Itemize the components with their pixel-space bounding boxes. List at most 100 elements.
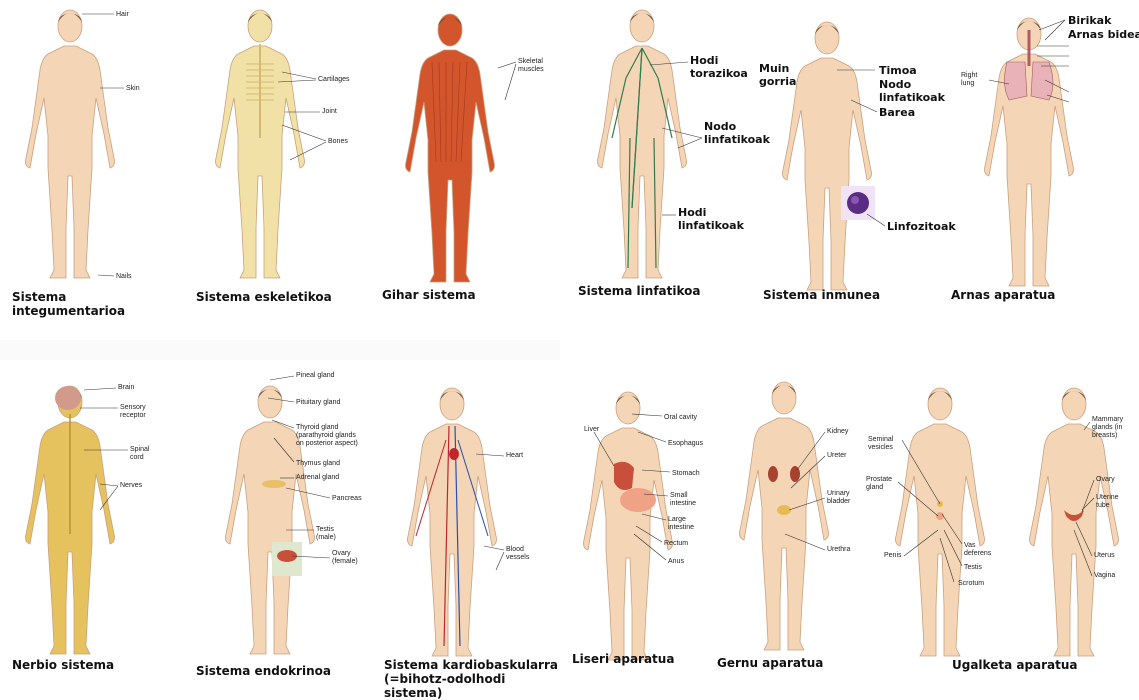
human-silhouette (216, 10, 305, 278)
label-heart: Heart (506, 452, 523, 460)
panel-caption: Sistema endokrinoa (196, 664, 331, 678)
panel-cardiovascular: Heart Blood vessels Sistema kardiobaskul… (380, 370, 570, 700)
label-ureter: Ureter (827, 452, 846, 460)
figure-muscular (380, 0, 570, 330)
body-outline (740, 418, 829, 650)
background-patch (0, 340, 560, 360)
body-outline (26, 46, 115, 278)
label-kidney: Kidney (827, 428, 848, 436)
panel-caption: Sistema kardiobaskularra (=bihotz-odolho… (384, 658, 558, 700)
panel-lymphatic: Hodi torazikoa Nodo linfatikoak Hodi lin… (570, 0, 760, 330)
label-stomach: Stomach (672, 470, 700, 478)
figure-skeletal (190, 0, 380, 330)
label-sensory-receptor: Sensory receptor (120, 404, 146, 420)
label-adrenal-gland: Adrenal gland (296, 474, 339, 482)
label-spinal-cord: Spinal cord (130, 446, 149, 462)
panel-reproductive: Seminal vesicles Prostate gland Penis Va… (860, 370, 1139, 700)
body-outline (584, 428, 673, 660)
head (928, 388, 952, 420)
label-nails: Nails (116, 273, 132, 281)
label-small-intestine: Small intestine (670, 492, 696, 508)
label-scrotum: Scrotum (958, 580, 984, 588)
panel-caption: Sistema integumentarioa (12, 290, 125, 318)
label-ovary: Ovary (1096, 476, 1115, 484)
label-right-lung: Right lung (961, 72, 977, 88)
label-hair: Hair (116, 11, 129, 19)
label-hodi-torazikoa: Hodi torazikoa (690, 54, 748, 80)
label-ovary: Ovary (female) (332, 550, 358, 566)
label-testis: Testis (male) (316, 526, 336, 542)
label-birikak: Birikak (1068, 14, 1111, 27)
label-timoa: Timoa (879, 64, 917, 77)
label-testis: Testis (964, 564, 982, 572)
panel-caption: Arnas aparatua (951, 288, 1055, 302)
label-blood-vessels: Blood vessels (506, 546, 529, 562)
label-brain: Brain (118, 384, 134, 392)
label-skeletal-muscles: Skeletal muscles (518, 58, 544, 74)
brain (55, 386, 81, 410)
figure-digestive (570, 370, 720, 700)
label-pancreas: Pancreas (332, 495, 362, 503)
figure-urinary (715, 370, 875, 700)
head (815, 22, 839, 54)
label-oral-cavity: Oral cavity (664, 414, 697, 422)
panel-immune: Muin gorria Timoa Nodo linfatikoak Barea… (755, 0, 950, 330)
label-mammary-glands: Mammary glands (in breasts) (1092, 416, 1123, 440)
panel-respiratory: Birikak Arnas bideak Right lung Arnas ap… (945, 0, 1139, 330)
figure-nervous (0, 370, 190, 700)
label-bones: Bones (328, 138, 348, 146)
panel-caption: Sistema eskeletikoa (196, 290, 332, 304)
label-nodo-linfatikoak: Nodo linfatikoak (879, 78, 945, 104)
label-uterine-tube: Uterine tube (1096, 494, 1119, 510)
label-barea: Barea (879, 106, 915, 119)
body-outline (598, 46, 687, 278)
figure-integumentary (0, 0, 190, 330)
label-urethra: Urethra (827, 546, 850, 554)
figure-immune (755, 0, 950, 330)
human-silhouette (598, 10, 687, 278)
head (58, 10, 82, 42)
body-outline (985, 54, 1074, 286)
figure-lymphatic (570, 0, 760, 330)
human-silhouette (406, 14, 495, 282)
figure-cardiovascular (380, 370, 570, 700)
label-pineal-gland: Pineal gland (296, 372, 335, 380)
label-prostate-gland: Prostate gland (866, 476, 892, 492)
label-arnas-bideak: Arnas bideak (1068, 28, 1139, 41)
panel-digestive: Liver Oral cavity Esophagus Stomach Smal… (570, 370, 720, 700)
body-outline (1030, 424, 1119, 656)
label-rectum: Rectum (664, 540, 688, 548)
human-silhouette (26, 10, 115, 278)
label-muin-gorria: Muin gorria (759, 62, 796, 88)
body-outline (406, 50, 495, 282)
panel-endocrine: Pineal gland Pituitary gland Thyroid gla… (190, 370, 390, 700)
panel-caption: Gernu aparatua (717, 656, 823, 670)
head (616, 392, 640, 424)
heart (449, 448, 459, 460)
figure-respiratory (945, 0, 1139, 330)
label-nerves: Nerves (120, 482, 142, 490)
body-outline (896, 424, 985, 656)
panel-caption: Sistema inmunea (763, 288, 880, 302)
label-hodi-linfatikoak: Hodi linfatikoak (678, 206, 744, 232)
panel-caption: Ugalketa aparatua (952, 658, 1078, 672)
panel-caption: Sistema linfatikoa (578, 284, 701, 298)
label-vas-deferens: Vas deferens (964, 542, 991, 558)
label-uterus: Uterus (1094, 552, 1115, 560)
head (438, 14, 462, 46)
panel-caption: Gihar sistema (382, 288, 476, 302)
head (440, 388, 464, 420)
head (772, 382, 796, 414)
panel-muscular: Skeletal muscles Gihar sistema (380, 0, 570, 330)
panel-integumentary: Hair Skin Nails Sistema integumentarioa (0, 0, 190, 330)
human-silhouette (26, 386, 115, 654)
human-silhouette (408, 388, 497, 656)
label-esophagus: Esophagus (668, 440, 703, 448)
label-penis: Penis (884, 552, 902, 560)
label-skin: Skin (126, 85, 140, 93)
human-silhouette (740, 382, 829, 650)
head (248, 10, 272, 42)
body-outline (783, 58, 872, 290)
head (1062, 388, 1086, 420)
label-urinary-bladder: Urinary bladder (827, 490, 850, 506)
